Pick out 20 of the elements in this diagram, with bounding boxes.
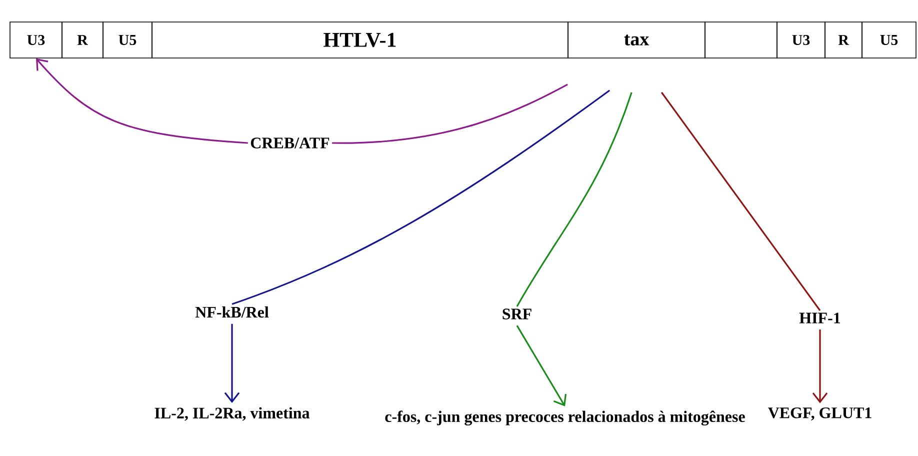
- factor-label: VEGF, GLUT1: [768, 407, 872, 421]
- arrow: [812, 329, 828, 404]
- factor-label: SRF: [502, 308, 532, 320]
- factor-label: CREB/ATF: [250, 138, 330, 148]
- genome-cell: [704, 22, 778, 58]
- factor-label: c-fos, c-jun genes precoces relacionados à mitogênese: [385, 410, 745, 426]
- arrow: [224, 324, 240, 404]
- factor-label: HIF-1: [799, 312, 840, 324]
- genome-cell: R: [62, 22, 104, 58]
- arrow: [516, 325, 567, 406]
- arrow: [36, 58, 248, 144]
- genome-cell: U3: [776, 22, 826, 58]
- genome-cell: U5: [102, 22, 152, 58]
- genome-cell: tax: [568, 22, 706, 58]
- factor-label: IL-2, IL-2Ra, vimetina: [154, 407, 310, 421]
- genome-cell: U5: [862, 22, 916, 58]
- genome-cell: U3: [10, 22, 62, 58]
- genome-cell: HTLV-1: [152, 22, 568, 58]
- factor-label: NF-kB/Rel: [195, 306, 269, 318]
- genome-cell: R: [824, 22, 862, 58]
